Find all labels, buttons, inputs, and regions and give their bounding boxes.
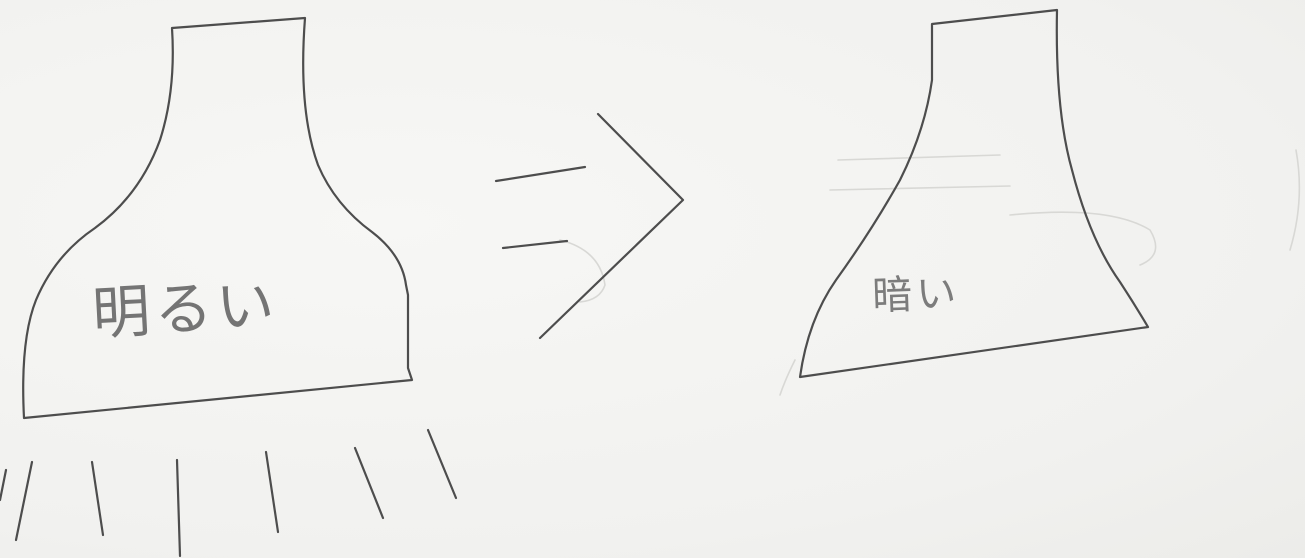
light-ray [428, 430, 456, 498]
light-ray [355, 448, 383, 518]
light-ray [266, 452, 278, 532]
light-ray [92, 462, 103, 535]
right-lampshade-outline [800, 10, 1148, 377]
light-ray [16, 462, 32, 540]
light-ray [0, 470, 6, 500]
light-ray [177, 460, 180, 556]
right-shade-label: 暗い [871, 260, 961, 321]
left-shade-label: 明るい [90, 257, 280, 351]
implies-arrow-icon [496, 114, 683, 338]
light-rays [0, 430, 456, 556]
left-lampshade-outline [23, 18, 412, 418]
